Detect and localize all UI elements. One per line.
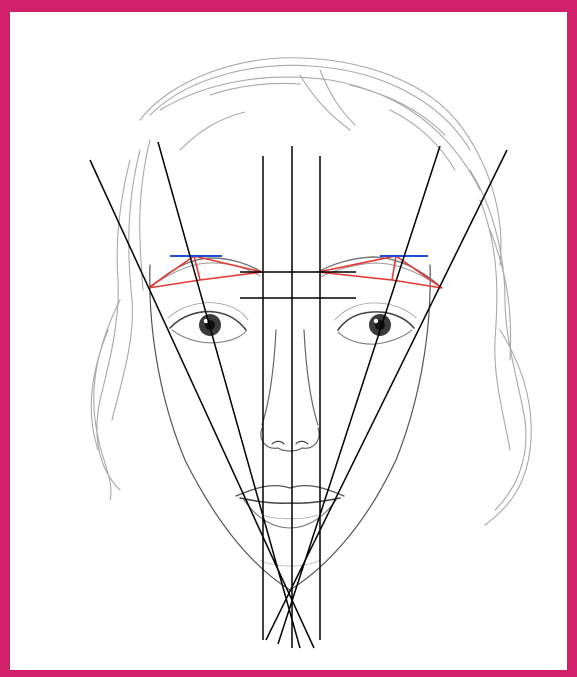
diagonal-guide-inner-right (278, 146, 440, 644)
hair-sketch (91, 58, 531, 525)
left-eyebrow-sketch (150, 258, 262, 288)
face-sketch (91, 58, 531, 590)
diagonal-guide-outer-right (266, 150, 507, 640)
guide-lines (90, 142, 507, 648)
nose (261, 330, 319, 451)
diagonal-guide-outer-left (90, 160, 314, 648)
diagonal-guide-inner-left (158, 142, 300, 648)
right-eye (335, 303, 416, 344)
